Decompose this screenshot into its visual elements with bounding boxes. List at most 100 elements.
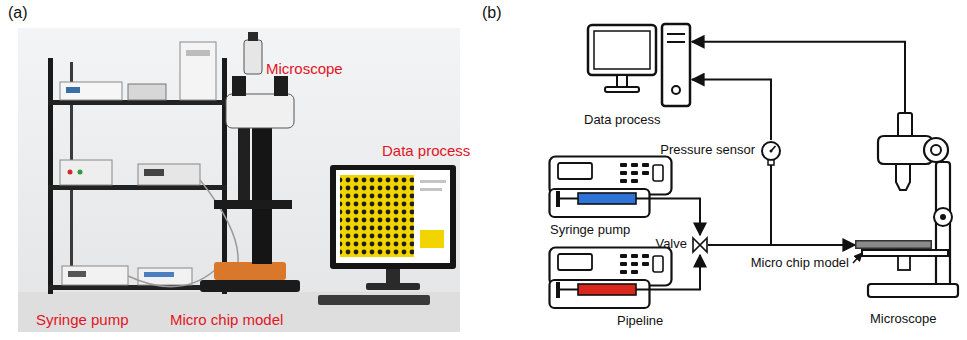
drawn-rect bbox=[558, 163, 592, 179]
drawn-rect bbox=[588, 25, 656, 75]
drawn-rect bbox=[556, 282, 560, 298]
micro-chip: Micro chip model bbox=[855, 240, 932, 249]
drawn-rect bbox=[642, 262, 649, 266]
drawn-rect bbox=[631, 254, 638, 258]
photo-label: Syringe pump bbox=[36, 311, 129, 328]
drawn-rect bbox=[420, 180, 446, 183]
drawn-rect bbox=[620, 262, 627, 266]
drawn-rect bbox=[18, 28, 460, 332]
drawn-rect bbox=[868, 284, 958, 297]
drawn-circle bbox=[770, 150, 773, 153]
drawn-circle bbox=[68, 170, 73, 175]
drawn-rect bbox=[226, 94, 294, 128]
pressure-sensor: Pressure sensor bbox=[760, 140, 782, 172]
drawn-circle bbox=[672, 86, 680, 94]
drawn-rect bbox=[620, 270, 627, 274]
drawn-rect bbox=[336, 170, 450, 263]
drawn-line bbox=[636, 289, 678, 291]
node-label: Micro chip model bbox=[751, 256, 849, 271]
photo-label: Micro chip model bbox=[170, 311, 283, 328]
syringe-pump: Syringe pump bbox=[548, 155, 678, 219]
drawn-circle bbox=[940, 214, 946, 220]
drawn-rect bbox=[214, 200, 292, 209]
pipe-connector bbox=[708, 244, 855, 246]
drawn-rect bbox=[556, 191, 560, 207]
drawn-rect bbox=[642, 171, 649, 175]
drawn-rect bbox=[330, 165, 456, 269]
pipe-connector bbox=[692, 42, 905, 112]
panel-label: (a) bbox=[8, 4, 28, 22]
drawn-rect bbox=[200, 280, 300, 292]
drawn-rect bbox=[558, 254, 592, 270]
drawn-rect bbox=[578, 193, 636, 204]
drawn-shape bbox=[700, 238, 707, 252]
icon-graphic bbox=[760, 140, 782, 172]
drawn-line bbox=[667, 41, 685, 43]
drawn-rect bbox=[252, 122, 272, 264]
drawn-rect bbox=[605, 87, 639, 92]
photo-label: Microscope bbox=[266, 60, 343, 77]
pipe-connector bbox=[692, 80, 771, 140]
drawn-rect bbox=[898, 113, 912, 137]
panel-label: (b) bbox=[482, 4, 502, 22]
drawn-rect bbox=[66, 87, 80, 93]
drawn-rect bbox=[653, 256, 663, 272]
drawn-rect bbox=[550, 189, 650, 217]
drawn-rect bbox=[60, 82, 122, 100]
drawn-rect bbox=[768, 160, 774, 165]
drawn-rect bbox=[274, 76, 288, 96]
drawn-rect bbox=[642, 163, 649, 167]
drawn-rect bbox=[128, 84, 166, 100]
drawn-rect bbox=[180, 42, 216, 100]
drawn-line bbox=[896, 164, 910, 190]
drawn-rect bbox=[631, 270, 638, 274]
drawn-circle bbox=[931, 145, 941, 155]
drawn-rect bbox=[48, 185, 227, 190]
drawn-rect bbox=[662, 24, 690, 106]
drawn-rect bbox=[48, 100, 227, 105]
drawn-rect bbox=[48, 58, 53, 294]
drawn-rect bbox=[340, 175, 414, 257]
drawn-rect bbox=[244, 40, 262, 74]
drawn-rect bbox=[222, 58, 227, 294]
node-label: Pipeline bbox=[617, 314, 663, 329]
node-label: Syringe pump bbox=[550, 223, 630, 238]
drawn-line bbox=[636, 198, 678, 200]
drawn-line bbox=[560, 198, 578, 200]
drawn-rect bbox=[318, 295, 430, 305]
drawn-rect bbox=[186, 50, 210, 56]
drawn-rect bbox=[420, 230, 444, 248]
icon-graphic bbox=[585, 22, 692, 108]
node-label: Pressure sensor bbox=[660, 143, 755, 158]
computer-icon: Data process bbox=[585, 22, 692, 108]
drawn-rect bbox=[578, 284, 636, 295]
drawn-rect bbox=[68, 271, 86, 277]
drawn-rect bbox=[620, 171, 627, 175]
drawn-circle bbox=[762, 142, 780, 160]
drawn-line bbox=[667, 33, 685, 35]
syringe-pump: Pipeline bbox=[548, 246, 678, 310]
drawn-rect bbox=[631, 171, 638, 175]
drawn-rect bbox=[642, 254, 649, 258]
drawn-rect bbox=[420, 188, 442, 191]
drawn-rect bbox=[18, 292, 460, 332]
drawn-rect bbox=[617, 75, 627, 87]
drawn-rect bbox=[856, 241, 932, 249]
drawn-rect bbox=[653, 165, 663, 181]
drawn-rect bbox=[594, 31, 650, 69]
drawn-rect bbox=[238, 128, 250, 200]
drawn-rect bbox=[214, 262, 286, 280]
photo-label: Data process bbox=[382, 142, 470, 159]
drawn-rect bbox=[386, 269, 400, 284]
drawn-rect bbox=[248, 32, 258, 41]
drawn-rect bbox=[144, 272, 174, 277]
drawn-line bbox=[200, 180, 238, 262]
drawn-rect bbox=[631, 163, 638, 167]
drawn-rect bbox=[144, 169, 164, 176]
node-label: Valve bbox=[655, 237, 687, 252]
drawn-rect bbox=[60, 160, 112, 185]
drawn-circle bbox=[934, 208, 952, 226]
drawn-rect bbox=[62, 266, 128, 285]
